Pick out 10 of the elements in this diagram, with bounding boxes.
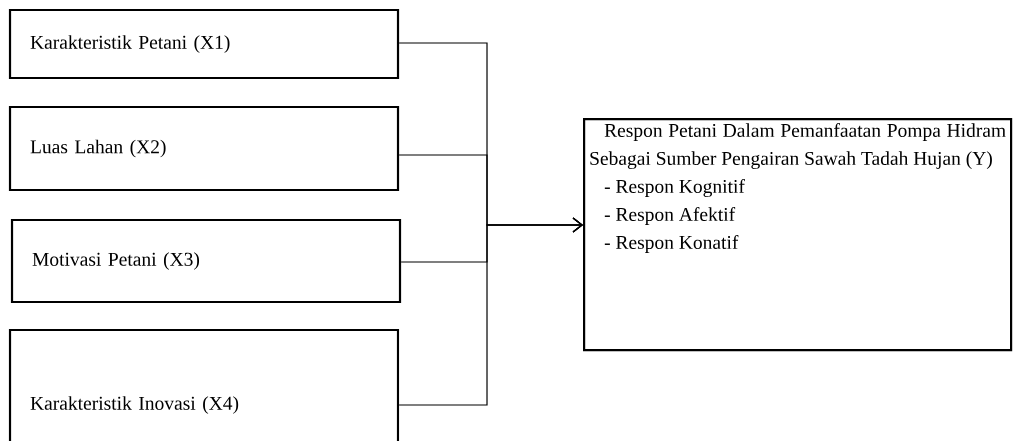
list-item: - Respon Afektif [604, 207, 736, 225]
variable-box: Luas Lahan (X2) [8, 105, 400, 192]
connector-arrow [398, 217, 583, 406]
variable-box: Karakteristik Inovasi (X4) [8, 328, 400, 441]
variable-box: Motivasi Petani (X3) [10, 218, 402, 304]
process-box [583, 118, 1013, 352]
variable-box: Karakteristik Petani (X1) [8, 8, 400, 80]
list-item: - Respon Kognitif [604, 179, 745, 197]
list-item: - Respon Konatif [604, 235, 739, 253]
paragraph-text: Respon Petani Dalam Pemanfaatan Pompa Hidram Sebagai Sumber Pengairan Sawah Tadah Hujan (Y) [590, 123, 1006, 169]
